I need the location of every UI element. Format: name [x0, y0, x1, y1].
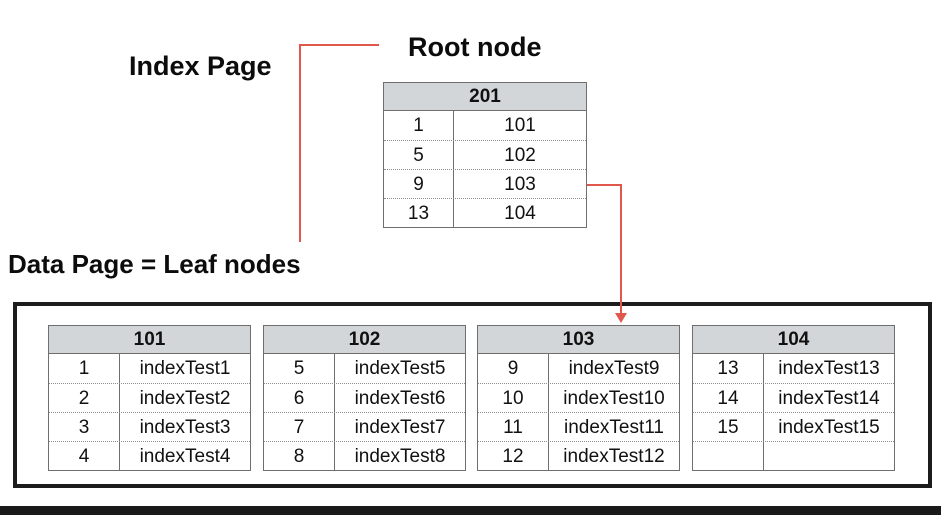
table-row: 12 indexTest12	[478, 441, 679, 470]
index-page-label: Index Page	[129, 51, 272, 81]
key-cell	[693, 442, 763, 470]
value-cell: indexTest2	[119, 384, 250, 412]
key-cell: 5	[293, 358, 305, 379]
value-cell: indexTest14	[763, 384, 894, 412]
value-cell: 101	[453, 111, 586, 140]
value-cell: indexTest10	[548, 384, 679, 412]
connector-index-to-datapage-line	[299, 44, 301, 242]
connector-index-to-rootnode-line	[300, 44, 379, 46]
value-cell: 104	[453, 199, 586, 227]
value-cell: 102	[453, 141, 586, 169]
value-cell: 103	[453, 170, 586, 198]
value-cell: indexTest3	[119, 413, 250, 441]
leaf-table-header: 104	[693, 326, 894, 354]
key-cell: 1	[413, 115, 424, 136]
key-cell: 15	[717, 417, 739, 438]
table-row: 14 indexTest14	[693, 383, 894, 412]
table-row: 13 104	[384, 198, 586, 227]
value-cell: indexTest4	[119, 442, 250, 470]
value-cell: indexTest7	[334, 413, 465, 441]
table-row: 1 101	[384, 111, 586, 140]
root-node-table: 201 1 101 5 102 9 103 13 104	[383, 82, 587, 228]
key-cell: 10	[502, 388, 524, 409]
value-cell: indexTest12	[548, 442, 679, 470]
table-row: 15 indexTest15	[693, 412, 894, 441]
key-cell: 6	[293, 388, 305, 409]
arrow-down-icon	[615, 313, 627, 323]
connector-root-to-leaf103-line	[587, 184, 622, 186]
key-cell: 2	[78, 388, 90, 409]
key-cell: 13	[407, 203, 430, 224]
value-cell: indexTest9	[548, 354, 679, 383]
leaf-table-header: 103	[478, 326, 679, 354]
table-row: 2 indexTest2	[49, 383, 250, 412]
table-row: 6 indexTest6	[264, 383, 465, 412]
table-row: 9 103	[384, 169, 586, 198]
key-cell: 7	[293, 417, 305, 438]
key-cell: 13	[717, 358, 739, 379]
key-cell: 4	[78, 446, 90, 467]
value-cell: indexTest5	[334, 354, 465, 383]
connector-root-to-leaf103-line	[620, 184, 622, 314]
table-row: 4 indexTest4	[49, 441, 250, 470]
value-cell	[763, 442, 894, 470]
table-row: 7 indexTest7	[264, 412, 465, 441]
key-cell: 1	[78, 358, 90, 379]
key-cell: 12	[502, 446, 524, 467]
table-row: 5 102	[384, 140, 586, 169]
value-cell: indexTest1	[119, 354, 250, 383]
key-cell: 8	[293, 446, 305, 467]
root-table-header: 201	[384, 83, 586, 111]
leaf-table-header: 101	[49, 326, 250, 354]
key-cell: 14	[717, 388, 739, 409]
key-cell: 11	[503, 417, 523, 438]
bottom-edge-bar	[0, 506, 941, 515]
leaf-table-101: 101 1 indexTest1 2 indexTest2 3 indexTes…	[48, 325, 251, 471]
table-row: 3 indexTest3	[49, 412, 250, 441]
data-page-box	[13, 302, 932, 488]
leaf-table-103: 103 9 indexTest9 10 indexTest10 11 index…	[477, 325, 680, 471]
leaf-table-header: 102	[264, 326, 465, 354]
table-row: 5 indexTest5	[264, 354, 465, 383]
key-cell: 9	[413, 174, 424, 195]
value-cell: indexTest13	[763, 354, 894, 383]
table-row: 9 indexTest9	[478, 354, 679, 383]
table-row	[693, 441, 894, 470]
value-cell: indexTest15	[763, 413, 894, 441]
value-cell: indexTest11	[548, 413, 679, 441]
key-cell: 9	[507, 358, 519, 379]
value-cell: indexTest8	[334, 442, 465, 470]
table-row: 8 indexTest8	[264, 441, 465, 470]
table-row: 13 indexTest13	[693, 354, 894, 383]
table-row: 10 indexTest10	[478, 383, 679, 412]
leaf-table-104: 104 13 indexTest13 14 indexTest14 15 ind…	[692, 325, 895, 471]
table-row: 1 indexTest1	[49, 354, 250, 383]
leaf-table-102: 102 5 indexTest5 6 indexTest6 7 indexTes…	[263, 325, 466, 471]
value-cell: indexTest6	[334, 384, 465, 412]
key-cell: 5	[413, 145, 424, 166]
root-node-label: Root node	[408, 32, 542, 62]
table-row: 11 indexTest11	[478, 412, 679, 441]
key-cell: 3	[78, 417, 90, 438]
data-page-label: Data Page = Leaf nodes	[8, 249, 301, 279]
